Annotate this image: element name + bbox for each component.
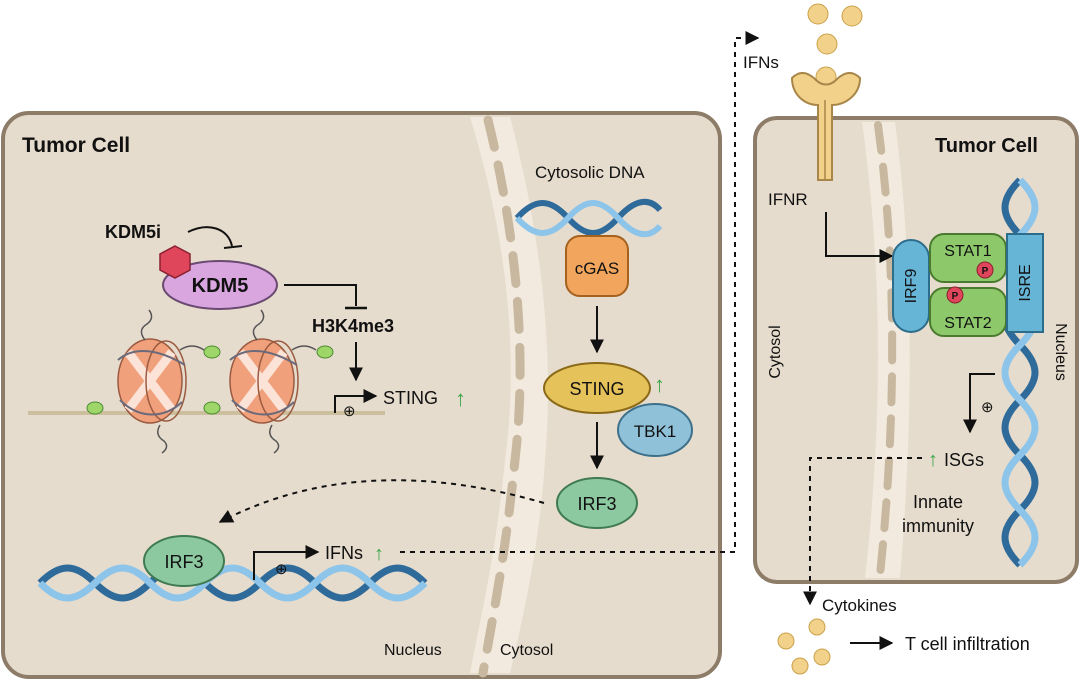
right-nucleus-label: Nucleus xyxy=(1052,323,1069,381)
nucleosome-icon xyxy=(203,309,334,454)
stat1-label: STAT1 xyxy=(944,243,992,260)
ifnr-to-stat-arrow xyxy=(825,212,894,263)
tbk1-node xyxy=(617,403,693,457)
cytokine-particle xyxy=(813,648,831,666)
innate-label: Innate xyxy=(913,492,963,512)
isre-label: ISRE xyxy=(1017,264,1034,301)
stat2-phospho-label: P xyxy=(952,291,959,302)
ifns-promoter-arrow xyxy=(253,545,320,580)
t-cell-infiltration-label: T cell infiltration xyxy=(905,634,1030,654)
h3k4me3-label: H3K4me3 xyxy=(312,316,394,336)
stat1-phospho-icon xyxy=(976,261,994,279)
ifns-label: IFNs xyxy=(325,543,363,563)
cytokine-particle xyxy=(791,657,809,675)
right-ifns-label: IFNs xyxy=(743,53,779,72)
cytokines-label: Cytokines xyxy=(822,596,897,615)
tbk1-label: TBK1 xyxy=(634,422,677,441)
cytokine-particle xyxy=(777,632,795,650)
nucleosome-icon xyxy=(86,309,221,454)
nuclear-envelope xyxy=(478,115,525,678)
ifn-particle xyxy=(807,3,829,25)
isgs-label: ISGs xyxy=(944,450,984,470)
kdm5i-inhibitor-icon xyxy=(159,245,191,279)
cytokine-particle xyxy=(808,618,826,636)
irf3-nucleus-label: IRF3 xyxy=(164,552,203,572)
irf9-label: IRF9 xyxy=(903,269,920,304)
ifn-particle xyxy=(841,5,863,27)
sting-up-arrow: ↑ xyxy=(654,372,665,397)
nuclear-dna-icon xyxy=(37,564,428,602)
stat2-label: STAT2 xyxy=(944,315,992,332)
irf3-cytosol-node xyxy=(556,477,638,529)
irf3-cytosol-label: IRF3 xyxy=(577,494,616,514)
ifnr-receptor-icon xyxy=(790,72,862,181)
ifns-promoter-plus: ⊕ xyxy=(275,561,288,578)
cytosolic-dna-label: Cytosolic DNA xyxy=(535,163,645,182)
kdm5-label: KDM5 xyxy=(192,275,249,297)
sting-promoter-arrow xyxy=(334,389,378,413)
irf3-nucleus-node xyxy=(143,535,225,587)
cgas-label: cGAS xyxy=(575,259,619,278)
ifn-particle xyxy=(816,33,838,55)
irf9-node xyxy=(892,239,930,333)
left-cytosol-label: Cytosol xyxy=(500,642,553,659)
right-envelope-band xyxy=(862,122,910,578)
kdm5i-inhibit-arrow xyxy=(187,226,233,247)
ifns-secretion-arrow xyxy=(400,31,760,553)
cgas-node xyxy=(565,235,629,297)
right-nuclear-envelope xyxy=(874,121,897,579)
isre-node xyxy=(1006,233,1044,333)
cytosolic-dna-icon xyxy=(514,198,663,238)
kdm5-node xyxy=(162,260,278,310)
sting-promoter-plus: ⊕ xyxy=(343,403,356,420)
right-cytosol-label: Cytosol xyxy=(767,325,784,378)
nuclear-envelope-band xyxy=(470,117,549,673)
stat1-phospho-label: P xyxy=(982,266,989,277)
sting-gene-label: STING xyxy=(383,388,438,408)
kdm5-inhibit-h3k4me3 xyxy=(284,284,357,306)
kdm5i-label: KDM5i xyxy=(105,222,161,242)
cytokine-secretion-arrow xyxy=(803,457,922,606)
sting-gene-up-arrow: ↑ xyxy=(455,386,466,411)
immunity-label: immunity xyxy=(902,516,974,536)
ifns-up-arrow: ↑ xyxy=(374,543,384,565)
ifnr-label: IFNR xyxy=(768,190,808,209)
isg-promoter-arrow xyxy=(963,373,995,434)
sting-node xyxy=(543,362,651,414)
isg-promoter-plus: ⊕ xyxy=(981,399,994,416)
left-nucleus-label: Nucleus xyxy=(384,642,442,659)
stat2-phospho-icon xyxy=(946,286,964,304)
right-cell-title: Tumor Cell xyxy=(935,135,1038,157)
left-cell-title: Tumor Cell xyxy=(22,134,130,157)
isgs-up-arrow: ↑ xyxy=(928,449,938,471)
sting-label: STING xyxy=(569,379,624,399)
